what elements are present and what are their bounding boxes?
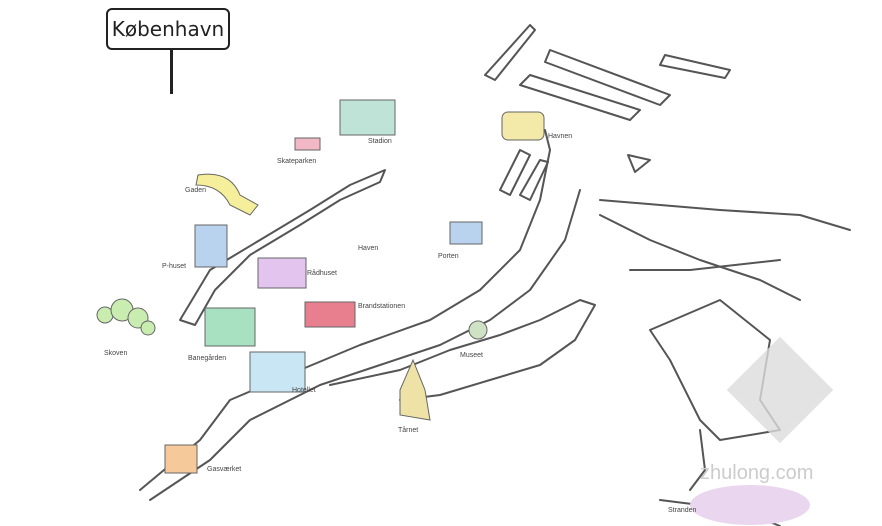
gaden-icon bbox=[195, 173, 259, 216]
havnen-icon bbox=[501, 111, 545, 141]
gasvaerket-icon bbox=[164, 444, 198, 474]
label-hotellet: Hotellet bbox=[292, 387, 316, 394]
label-haven: Haven bbox=[358, 245, 379, 252]
label-banegarden: Banegården bbox=[188, 355, 227, 362]
canal-ring bbox=[329, 299, 596, 401]
label-radhuset: Rådhuset bbox=[307, 270, 337, 277]
label-stranden: Stranden bbox=[668, 507, 697, 514]
stadion-icon bbox=[339, 99, 396, 136]
p-huset-icon bbox=[194, 224, 228, 268]
triangle-islet bbox=[627, 154, 651, 173]
porten-icon bbox=[449, 221, 483, 245]
label-skoven: Skoven bbox=[104, 350, 128, 357]
museet-icon bbox=[468, 320, 488, 340]
label-museet: Museet bbox=[460, 352, 483, 359]
label-stadion: Stadion bbox=[368, 138, 392, 145]
label-skateparken: Skateparken bbox=[277, 158, 317, 165]
label-gasvaerket: Gasværket bbox=[207, 466, 242, 473]
radhuset-icon bbox=[257, 257, 307, 289]
skoven-icon bbox=[96, 298, 156, 336]
main-street bbox=[139, 129, 551, 491]
banegarden-icon bbox=[204, 307, 256, 347]
label-porten: Porten bbox=[438, 253, 459, 260]
main-street-edge bbox=[149, 189, 581, 501]
sign-post bbox=[170, 50, 173, 94]
label-havnen: Havnen bbox=[548, 133, 573, 140]
harbour-piers bbox=[499, 149, 549, 201]
tarnet-icon bbox=[399, 358, 431, 421]
skateparken-icon bbox=[294, 137, 321, 151]
label-p-huset: P-huset bbox=[162, 263, 187, 270]
upper-street bbox=[179, 169, 386, 326]
label-brandstationen: Brandstationen bbox=[358, 303, 406, 310]
east-island bbox=[599, 199, 851, 441]
brandstationen-icon bbox=[304, 301, 356, 328]
stranden-icon bbox=[690, 485, 810, 525]
label-gaden: Gaden bbox=[185, 187, 207, 194]
watermark-logo bbox=[726, 336, 834, 444]
hotellet-icon bbox=[249, 351, 306, 393]
watermark-text: zhulong.com bbox=[700, 462, 814, 484]
label-tarnet: Tårnet bbox=[398, 427, 419, 434]
map-title: København bbox=[106, 8, 230, 50]
harbour-north bbox=[484, 24, 731, 121]
